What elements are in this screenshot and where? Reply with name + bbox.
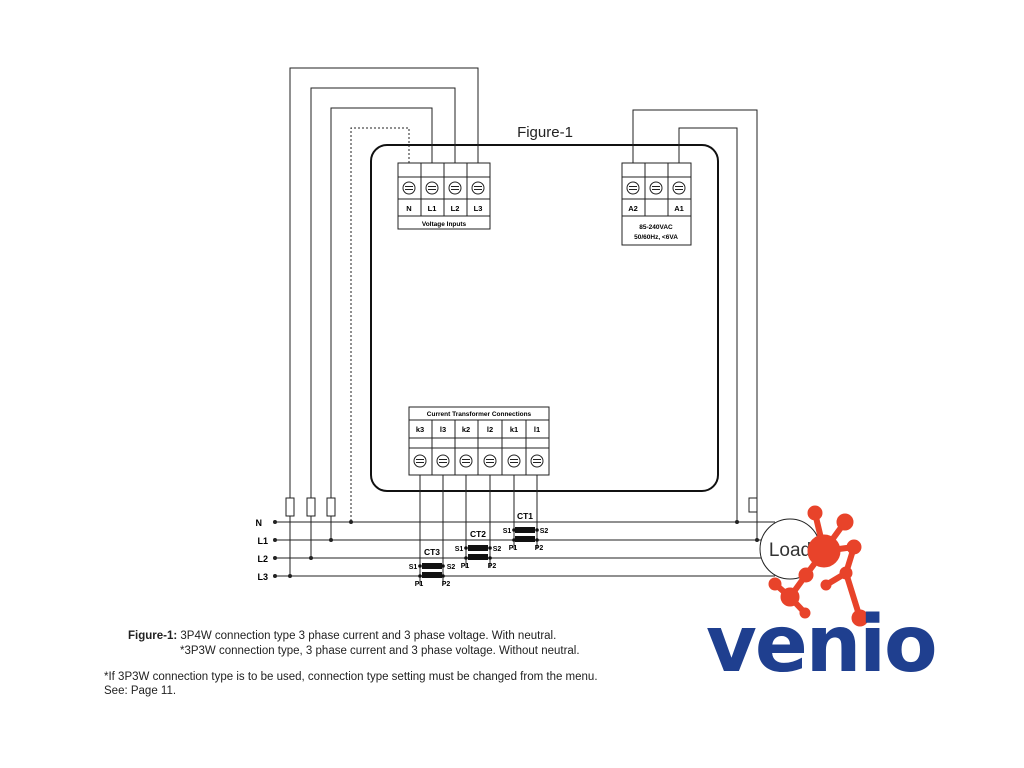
voltage-inputs-label: Voltage Inputs	[422, 221, 467, 228]
terminal-screw-icon	[626, 181, 640, 195]
ct-block-title: Current Transformer Connections	[427, 411, 532, 418]
ct-p1: P1	[509, 545, 518, 552]
fuses	[285, 497, 758, 517]
ct-p2: P2	[488, 563, 497, 570]
note-line1: *If 3P3W connection type is to be used, …	[104, 671, 598, 683]
figure-caption-line1: Figure-1: 3P4W connection type 3 phase c…	[128, 629, 556, 644]
ct3: CT3 S1 S2 P1 P2	[409, 547, 456, 588]
terminal-screw-icon	[649, 181, 663, 195]
terminal-screw-icon	[402, 181, 416, 195]
venio-logo-text: venio	[706, 600, 938, 690]
terminal-screw-icon	[448, 181, 462, 195]
venio-logo-mark	[768, 505, 869, 627]
figure-title: Figure-1	[517, 124, 573, 141]
line-label-l2: L2	[257, 554, 268, 564]
ct-s1: S1	[503, 528, 512, 535]
power-terminal-block: A2 A1 85-240VAC 50/60Hz, <6VA	[621, 162, 692, 246]
ct-s2: S2	[493, 546, 502, 553]
note-line2: See: Page 11.	[104, 685, 177, 697]
figure-caption-line2: *3P3W connection type, 3 phase current a…	[180, 645, 580, 657]
load-label: Load	[769, 540, 811, 561]
ct-s2: S2	[540, 528, 549, 535]
terminal-screw-icon	[507, 454, 521, 468]
terminal-label: L3	[474, 204, 483, 213]
ct-p2: P2	[535, 545, 544, 552]
power-spec-line2: 50/60Hz, <6VA	[634, 234, 678, 241]
ct-name: CT1	[517, 511, 533, 521]
terminal-screw-icon	[459, 454, 473, 468]
terminal-screw-icon	[436, 454, 450, 468]
ct-p2: P2	[442, 581, 451, 588]
terminal-label: l2	[487, 425, 493, 434]
line-label-n: N	[256, 518, 263, 528]
meter-outline	[370, 144, 719, 492]
terminal-screw-icon	[483, 454, 497, 468]
ct-p1: P1	[461, 563, 470, 570]
terminal-label: l3	[440, 425, 446, 434]
terminal-screw-icon	[425, 181, 439, 195]
terminal-screw-icon	[672, 181, 686, 195]
ct-p1: P1	[415, 581, 424, 588]
figure-caption-text: 3P4W connection type 3 phase current and…	[177, 630, 557, 642]
ct-s1: S1	[409, 564, 418, 571]
terminal-label: k2	[462, 425, 470, 434]
power-spec-line1: 85-240VAC	[639, 224, 673, 231]
terminal-label: k1	[510, 425, 518, 434]
terminal-screw-icon	[530, 454, 544, 468]
terminal-label: k3	[416, 425, 424, 434]
ct-s2: S2	[447, 564, 456, 571]
ct-s1: S1	[455, 546, 464, 553]
ct2: CT2 S1 S2 P1 P2	[455, 529, 502, 570]
ct-terminal-block: Current Transformer Connections k3 l3 k2…	[408, 406, 550, 476]
voltage-wires	[289, 67, 479, 576]
load: Load	[759, 518, 821, 580]
ct-name: CT2	[470, 529, 486, 539]
terminal-label: N	[406, 204, 411, 213]
power-wires	[632, 109, 758, 540]
voltage-terminal-block: N L1 L2 L3 Voltage Inputs	[397, 162, 491, 230]
line-label-l3: L3	[257, 572, 268, 582]
terminal-screw-icon	[413, 454, 427, 468]
line-label-l1: L1	[257, 536, 268, 546]
terminal-label: l1	[534, 425, 540, 434]
terminal-label: A2	[628, 204, 638, 213]
ct1: CT1 S1 S2 P1 P2	[503, 511, 549, 552]
terminal-screw-icon	[471, 181, 485, 195]
terminal-label: L2	[451, 204, 460, 213]
terminal-label: A1	[674, 204, 684, 213]
neutral-dotted-wire	[350, 127, 410, 522]
junction-dots	[273, 520, 759, 578]
figure-caption-label: Figure-1:	[128, 630, 178, 642]
ct-name: CT3	[424, 547, 440, 557]
terminal-label: L1	[428, 204, 437, 213]
